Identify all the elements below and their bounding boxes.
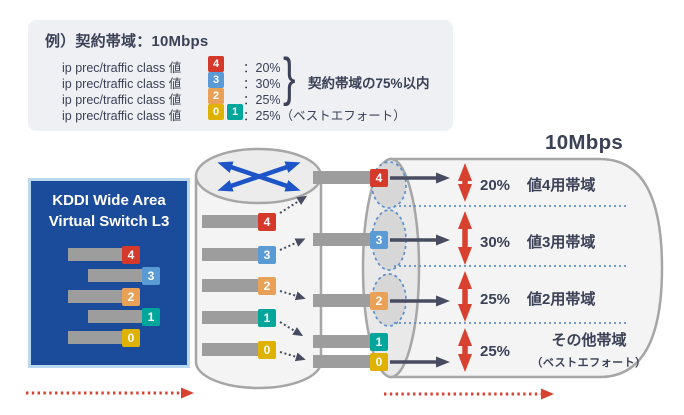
queue-bar-fabric-0: 0 xyxy=(202,340,276,359)
class-badge: 3 xyxy=(208,72,224,88)
band-label: 値2用帯域 xyxy=(527,291,596,308)
class-row-2: ip prec/traffic class 値 2 ：25% xyxy=(62,88,442,107)
kddi-switch-title: KDDI Wide Area Virtual Switch L3 xyxy=(48,192,170,231)
class-row-label: ip prec/traffic class 値 xyxy=(62,61,182,75)
queue-bar-switch-4: 4 xyxy=(68,245,140,264)
class-row-value: ：30% xyxy=(243,77,281,91)
queue-bar-fabric-2: 2 xyxy=(202,276,276,295)
queue-bar-fabric-4: 4 xyxy=(202,212,276,231)
class-badge: 3 xyxy=(142,266,160,285)
class-row-value: ：25% xyxy=(243,93,281,107)
contract-example-panel: 例）契約帯域：10Mbps xyxy=(28,20,453,131)
class-row-4: ip prec/traffic class 値 4 ：20% xyxy=(62,56,442,75)
queue-bar-switch-1: 1 xyxy=(88,307,160,326)
band-row-value2: 25% 値2用帯域 xyxy=(480,288,595,309)
crossed-arrows-icon xyxy=(217,161,301,192)
queue-bar-fabric-3: 3 xyxy=(202,245,276,264)
queue-bar-fabric-1: 1 xyxy=(202,308,276,327)
queue-mapping-arrows xyxy=(279,195,308,362)
queue-bar-entry-3: 3 xyxy=(313,230,388,249)
class-badge: 2 xyxy=(122,287,140,306)
panel-title: 例）契約帯域：10Mbps xyxy=(45,33,209,50)
class-badge: 1 xyxy=(227,104,243,120)
band-label: 値4用帯域 xyxy=(527,177,596,194)
class-badge: 0 xyxy=(258,340,276,359)
brace-glyph: } xyxy=(283,47,296,108)
class-badge: 0 xyxy=(208,104,224,120)
queue-bar-entry-0: 0 xyxy=(313,352,388,371)
class-row-label: ip prec/traffic class 値 xyxy=(62,77,182,91)
class-badge: 2 xyxy=(258,276,276,295)
queue-bar-entry-4: 4 xyxy=(313,168,388,187)
band-percent: 20% xyxy=(480,177,511,194)
traffic-direction-arrows xyxy=(26,387,554,400)
class-badge: 4 xyxy=(370,168,388,187)
band-row-besteffort: その他帯域 （ベストエフォート） xyxy=(521,332,657,370)
class-badge: 4 xyxy=(258,212,276,231)
band-divider-lines xyxy=(394,205,628,324)
flow-arrows xyxy=(390,172,450,368)
class-badge: 4 xyxy=(208,56,224,72)
queue-bar-switch-3: 3 xyxy=(88,266,160,285)
class-row-label: ip prec/traffic class 値 xyxy=(62,93,182,107)
band-label: 値3用帯域 xyxy=(527,234,596,251)
class-badge: 2 xyxy=(208,88,224,104)
queue-bar-entry-1: 1 xyxy=(313,332,388,351)
class-badge: 0 xyxy=(122,328,140,347)
band-percent: 25% xyxy=(480,343,511,360)
band-row-value3: 30% 値3用帯域 xyxy=(480,231,595,252)
queue-bar-switch-2: 2 xyxy=(68,287,140,306)
class-badge: 1 xyxy=(142,307,160,326)
class-badge: 1 xyxy=(370,332,388,351)
brace-note: 契約帯域の75%以内 xyxy=(308,76,430,91)
class-badge: 2 xyxy=(370,291,388,310)
class-row-3: ip prec/traffic class 値 3 ：30% xyxy=(62,72,442,91)
band-label: その他帯域 xyxy=(551,332,627,349)
class-badge: 4 xyxy=(122,245,140,264)
band-percent: 30% xyxy=(480,234,511,251)
class-badge: 0 xyxy=(370,352,388,371)
class-row-0-1: ip prec/traffic class 値 0 1 ：25%（ベストエフォー… xyxy=(62,104,442,123)
band-row-value4: 20% 値4用帯域 xyxy=(480,174,595,195)
pipe-capacity-label: 10Mbps xyxy=(545,131,624,154)
queue-bar-switch-0: 0 xyxy=(68,328,140,347)
queue-bar-entry-2: 2 xyxy=(313,291,388,310)
band-percent: 25% xyxy=(480,291,511,308)
class-badge: 3 xyxy=(370,230,388,249)
class-row-value: ：25%（ベストエフォート） xyxy=(243,109,406,123)
band-sublabel: （ベストエフォート） xyxy=(531,356,647,369)
class-badge: 1 xyxy=(258,308,276,327)
class-badge: 3 xyxy=(258,245,276,264)
class-row-value: ：20% xyxy=(243,61,281,75)
class-row-label: ip prec/traffic class 値 xyxy=(62,109,182,123)
